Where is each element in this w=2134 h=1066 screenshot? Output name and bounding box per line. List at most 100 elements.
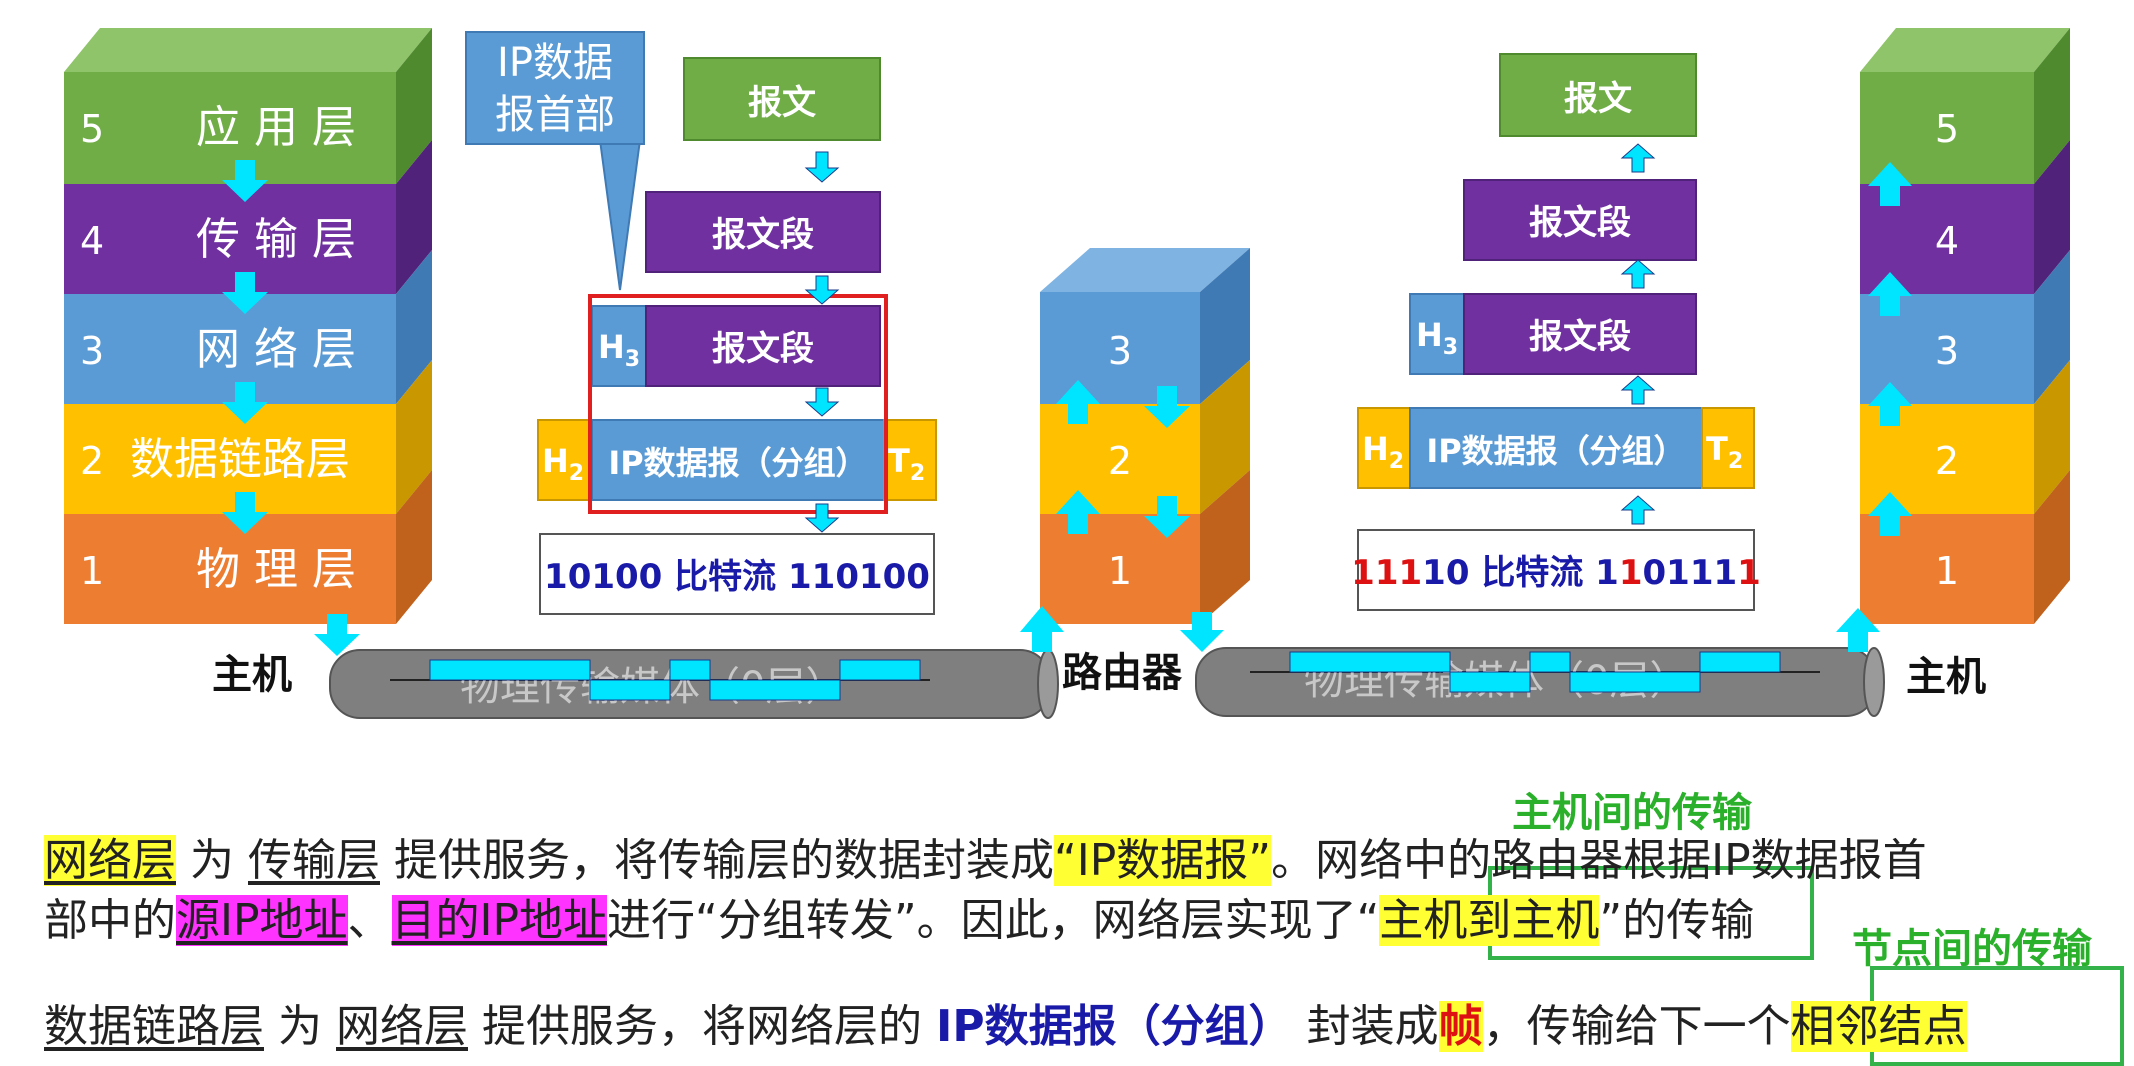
para2-text-c: ，传输给下一个: [1482, 1001, 1791, 1052]
right-h2-label: H2: [1362, 430, 1404, 474]
left-layer-2-num: 2: [80, 439, 104, 483]
ip-header-callout: [465, 31, 645, 145]
right-t2-box: [1701, 407, 1755, 489]
left-layer-1: [64, 514, 396, 624]
left-layer-3: [64, 294, 396, 404]
left-layer-1-name: 物 理 层: [196, 544, 356, 595]
para1-text-e: ”的传输: [1599, 895, 1755, 946]
right-bitstream-box: [1357, 529, 1755, 611]
para1-line2: 部中的源IP地址、目的IP地址进行“分组转发”。因此，网络层实现了“主机到主机”…: [44, 884, 1754, 948]
left-layer-4-name: 传 输 层: [196, 214, 356, 265]
right-layer-4-num: 4: [1935, 219, 1959, 263]
para2-ip-datagram: IP数据报（分组）: [936, 1001, 1293, 1052]
left-segment-label: 报文段: [712, 215, 814, 255]
router-layer-1: [1040, 514, 1200, 624]
node-to-node-annotation: 节点间的传输: [1852, 926, 2092, 972]
para2-text-a: 提供服务，将网络层的: [482, 1001, 922, 1052]
right-layer-3-num: 3: [1935, 329, 1959, 373]
left-layer-5: [64, 72, 396, 184]
right-host-up-arrows: [1836, 162, 1912, 652]
right-medium: 物理传输媒体（0层）: [1195, 647, 1885, 717]
left-packet-segment-label: 报文段: [712, 329, 814, 369]
network-diagram: 5 应 用 层 4 传 输 层 3 网 络 层 2 数据链路层 1 物 理 层 …: [64, 28, 2070, 719]
left-datagram-box: [591, 419, 885, 501]
right-message-label: 报文: [1564, 79, 1632, 119]
para1-for: 为: [190, 835, 234, 886]
left-t2-label: T2: [888, 442, 925, 486]
para1-ip-datagram: “IP数据报”: [1054, 835, 1272, 886]
callout-line-1: IP数据: [497, 40, 613, 86]
router-layer-1-num: 1: [1108, 549, 1132, 593]
para2-for: 为: [278, 1001, 322, 1052]
right-encap-arrows: [1620, 143, 1656, 525]
left-layer-2: [64, 404, 396, 514]
left-layer-3-num: 3: [80, 329, 104, 373]
para1-text-d: 进行“分组转发”。因此，网络层实现了“: [607, 895, 1380, 946]
left-h2-label: H2: [542, 442, 584, 486]
right-layer-5-num: 5: [1935, 107, 1959, 151]
left-encap-arrows: [804, 151, 840, 533]
left-datagram-label: IP数据报（分组）: [608, 444, 867, 482]
left-layer-3-name: 网 络 层: [196, 324, 356, 375]
right-host-stack: 5 4 3 2 1 主机: [1836, 28, 2070, 700]
left-host-down-arrows: [222, 160, 360, 656]
left-segment-box: [645, 191, 881, 273]
para2-line1: 数据链路层 为 网络层 提供服务，将网络层的 IP数据报（分组） 封装成帧，传输…: [44, 990, 1967, 1054]
left-bitstream-box: [539, 533, 935, 615]
right-packet-segment-box: [1463, 293, 1697, 375]
right-host-label: 主机: [1906, 654, 1986, 700]
para1-transport-layer: 传输层: [248, 835, 380, 886]
router-stack: 3 2 1 路由器: [1020, 248, 1250, 696]
right-packet-segment-label: 报文段: [1529, 317, 1631, 357]
left-medium: 物理传输媒体（0层）: [329, 649, 1059, 719]
router-layer-2-num: 2: [1108, 439, 1132, 483]
para1-comma: 、: [347, 895, 392, 946]
right-datagram-label: IP数据报（分组）: [1426, 432, 1685, 470]
left-layer-4-num: 4: [80, 219, 104, 263]
left-message-box: [683, 57, 881, 141]
para1-text-a: 提供服务，将传输层的数据封装成: [394, 835, 1054, 886]
right-t2-label: T2: [1706, 430, 1743, 474]
router-layer-3-num: 3: [1108, 329, 1132, 373]
para2-link-layer: 数据链路层: [44, 1001, 264, 1052]
right-encapsulation: 报文 报文段 H3 报文段 H2 IP数据报（分组） T2 11110 比特流 …: [1351, 53, 1761, 611]
para1-source-ip: 源IP地址: [176, 895, 348, 946]
ip-datagram-highlight-frame: [588, 294, 888, 514]
right-bitstream-label: 11110 比特流 1101111: [1351, 553, 1761, 593]
left-host-stack: 5 应 用 层 4 传 输 层 3 网 络 层 2 数据链路层 1 物 理 层 …: [64, 28, 432, 698]
router-layer-3: [1040, 292, 1200, 404]
para1-dest-ip: 目的IP地址: [391, 895, 608, 946]
left-layer-5-num: 5: [80, 107, 104, 151]
left-layer-5-name: 应 用 层: [196, 102, 356, 153]
left-layer-1-num: 1: [80, 549, 104, 593]
para1-host-to-host: 主机到主机: [1379, 895, 1600, 946]
left-bitstream-label: 10100 比特流 110100: [544, 557, 930, 597]
host-to-host-annotation: 主机间的传输: [1512, 790, 1752, 836]
right-segment-box: [1463, 179, 1697, 261]
right-segment-label: 报文段: [1529, 203, 1631, 243]
para1-line1: 网络层 为 传输层 提供服务，将传输层的数据封装成“IP数据报”。网络中的路由器…: [44, 824, 1927, 888]
right-medium-bits: [1289, 651, 1781, 693]
para1-network-layer: 网络层: [44, 835, 176, 886]
left-encapsulation: IP数据 报首部 报文 报文段 H3 报文段 H2 IP数据报（分组） T2 1…: [465, 31, 937, 615]
para1-text-b: 。网络中的路由器根据IP数据报首: [1271, 835, 1927, 886]
left-layer-2-name: 数据链路层: [130, 434, 350, 485]
para2-adjacent-node: 相邻结点: [1790, 1001, 1967, 1052]
right-layer-2-num: 2: [1935, 439, 1959, 483]
right-message-box: [1499, 53, 1697, 137]
para2-text-b: 封装成: [1306, 1001, 1439, 1052]
para2-network-layer: 网络层: [336, 1001, 468, 1052]
router-layer-2: [1040, 404, 1200, 514]
left-layer-4: [64, 184, 396, 294]
left-packet-segment-box: [645, 305, 881, 387]
left-h3-label: H3: [598, 328, 640, 372]
router-label: 路由器: [1062, 650, 1183, 696]
left-medium-bits: [429, 659, 921, 701]
para1-text-c: 部中的: [44, 895, 176, 946]
callout-line-2: 报首部: [495, 92, 615, 138]
router-arrows: [1020, 380, 1224, 652]
left-host-label: 主机: [212, 652, 292, 698]
left-message-label: 报文: [748, 83, 816, 123]
right-h3-label: H3: [1416, 316, 1458, 360]
